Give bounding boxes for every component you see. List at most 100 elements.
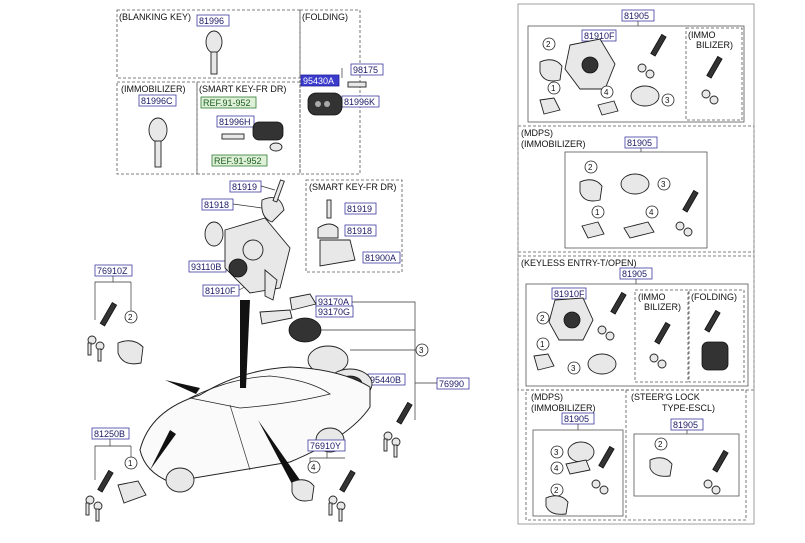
part-label-76910Y[interactable]: 76910Y bbox=[307, 439, 346, 452]
folding-section bbox=[299, 9, 361, 175]
part-label-81919-b[interactable]: 81919 bbox=[344, 202, 377, 215]
svg-text:98175: 98175 bbox=[353, 65, 378, 75]
svg-text:81996K: 81996K bbox=[344, 97, 375, 107]
blanking-key-label: (BLANKING KEY) bbox=[119, 12, 191, 22]
key-set-76990-icon bbox=[383, 401, 413, 458]
part-label-93110B[interactable]: 93110B bbox=[188, 260, 227, 273]
part-label-81910F-a[interactable]: 81910F bbox=[202, 284, 240, 297]
svg-text:1: 1 bbox=[128, 459, 133, 468]
callout-4-bottom bbox=[307, 460, 321, 474]
set-box-5 bbox=[633, 433, 740, 497]
svg-text:95430A: 95430A bbox=[303, 76, 334, 86]
part-label-93170A[interactable]: 93170A bbox=[315, 295, 353, 308]
part-label-81918-a[interactable]: 81918 bbox=[201, 198, 234, 211]
svg-text:4: 4 bbox=[554, 464, 559, 473]
part-label-81996C[interactable]: 81996C bbox=[138, 94, 177, 107]
part-label-81905-a[interactable]: 81905 bbox=[621, 9, 655, 22]
smart-key-section bbox=[196, 81, 301, 175]
blanking-key-icon bbox=[205, 30, 223, 75]
svg-text:REF.91-952: REF.91-952 bbox=[214, 156, 262, 166]
svg-text:76990: 76990 bbox=[439, 379, 464, 389]
part-label-81996[interactable]: 81996 bbox=[196, 14, 230, 27]
set-4-parts-icon: 3 4 2 bbox=[545, 441, 615, 515]
part-label-76910Z[interactable]: 76910Z bbox=[94, 264, 133, 277]
part-label-81919-a[interactable]: 81919 bbox=[229, 180, 262, 193]
callout-3-center bbox=[415, 343, 429, 357]
immobilizer-label-3: (IMMOBILIZER) bbox=[531, 403, 596, 413]
svg-text:81919: 81919 bbox=[347, 204, 372, 214]
svg-text:4: 4 bbox=[604, 88, 609, 97]
svg-text:4: 4 bbox=[649, 208, 654, 217]
part-label-81918-b[interactable]: 81918 bbox=[344, 224, 377, 237]
set-box-3 bbox=[525, 283, 749, 387]
svg-text:81905: 81905 bbox=[622, 269, 647, 279]
immobilizer-subsection-2 bbox=[634, 289, 689, 383]
set-3-parts-icon: 2 1 3 bbox=[533, 291, 729, 375]
folding-label: (FOLDING) bbox=[302, 12, 348, 22]
door-lock-key-set-right-icon bbox=[291, 469, 356, 522]
set-5-parts-icon: 2 bbox=[649, 437, 729, 495]
svg-text:2: 2 bbox=[546, 40, 551, 49]
set-1-parts-icon: 2 1 4 3 bbox=[539, 33, 723, 116]
svg-text:76910Z: 76910Z bbox=[97, 266, 128, 276]
svg-text:1: 1 bbox=[551, 84, 556, 93]
part-label-81905-e[interactable]: 81905 bbox=[670, 418, 704, 431]
part-label-81900A[interactable]: 81900A bbox=[362, 251, 401, 264]
svg-text:81918: 81918 bbox=[347, 226, 372, 236]
ref-label-91-952-a[interactable]: REF.91-952 bbox=[200, 96, 257, 109]
door-lock-key-set-left-icon bbox=[87, 302, 144, 365]
trunk-lock-key-set-icon bbox=[85, 469, 147, 522]
immobilizer-label: (IMMOBILIZER) bbox=[121, 84, 186, 94]
car-illustration-icon bbox=[139, 300, 371, 493]
callout-2-left bbox=[124, 310, 138, 324]
svg-text:81996H: 81996H bbox=[219, 117, 251, 127]
part-label-81910F-c[interactable]: 81910F bbox=[551, 287, 587, 300]
svg-text:93110B: 93110B bbox=[191, 262, 221, 272]
folding-subsection bbox=[688, 289, 745, 383]
part-label-81996K[interactable]: 81996K bbox=[341, 95, 380, 108]
part-label-95440B[interactable]: 95440B bbox=[367, 373, 406, 386]
part-label-81905-b[interactable]: 81905 bbox=[624, 136, 658, 149]
svg-text:95440B: 95440B bbox=[370, 375, 401, 385]
part-label-98175[interactable]: 98175 bbox=[350, 63, 384, 76]
immobilizer-label-2: (IMMOBILIZER) bbox=[521, 139, 586, 149]
steer-lock-label-2: TYPE-ESCL) bbox=[662, 403, 715, 413]
part-label-95430A[interactable]: 95430A bbox=[300, 74, 340, 87]
svg-text:81918: 81918 bbox=[204, 200, 229, 210]
svg-text:81910F: 81910F bbox=[205, 286, 236, 296]
part-label-81905-d[interactable]: 81905 bbox=[561, 412, 595, 425]
ignition-lock-assembly-icon bbox=[204, 179, 291, 301]
part-label-81905-c[interactable]: 81905 bbox=[619, 267, 653, 280]
smart-key-label: (SMART KEY-FR DR) bbox=[199, 84, 286, 94]
part-label-81996H[interactable]: 81996H bbox=[216, 115, 255, 128]
part-label-76990[interactable]: 76990 bbox=[436, 377, 470, 390]
callout-1-bottom bbox=[124, 456, 138, 470]
folding-key-fob-icon bbox=[307, 68, 367, 116]
svg-text:81905: 81905 bbox=[627, 138, 652, 148]
part-label-81250B[interactable]: 81250B bbox=[91, 427, 130, 440]
svg-text:76910Y: 76910Y bbox=[310, 441, 341, 451]
blanking-key-section bbox=[116, 9, 301, 79]
svg-text:81250B: 81250B bbox=[94, 429, 125, 439]
svg-text:81905: 81905 bbox=[624, 11, 649, 21]
ref-label-91-952-b[interactable]: REF.91-952 bbox=[211, 154, 268, 167]
svg-text:81910F: 81910F bbox=[554, 289, 585, 299]
smart-key-fob-icon bbox=[221, 121, 284, 152]
svg-text:1: 1 bbox=[540, 340, 545, 349]
set-box-4 bbox=[532, 429, 624, 517]
svg-text:REF.91-952: REF.91-952 bbox=[203, 98, 251, 108]
svg-text:2: 2 bbox=[554, 486, 559, 495]
svg-text:81919: 81919 bbox=[232, 182, 257, 192]
svg-text:81996: 81996 bbox=[199, 16, 224, 26]
svg-text:3: 3 bbox=[554, 448, 559, 457]
svg-text:3: 3 bbox=[419, 346, 424, 355]
svg-text:3: 3 bbox=[661, 180, 666, 189]
svg-text:2: 2 bbox=[658, 440, 663, 449]
folding-label-2: (FOLDING) bbox=[691, 292, 737, 302]
immobilizer-key-icon bbox=[148, 117, 168, 168]
part-label-93170G[interactable]: 93170G bbox=[315, 305, 354, 318]
svg-text:3: 3 bbox=[571, 364, 576, 373]
mdps-label-1: (MDPS) bbox=[521, 128, 553, 138]
svg-text:81996C: 81996C bbox=[141, 96, 173, 106]
smart-key-ignition-icon bbox=[317, 199, 356, 267]
